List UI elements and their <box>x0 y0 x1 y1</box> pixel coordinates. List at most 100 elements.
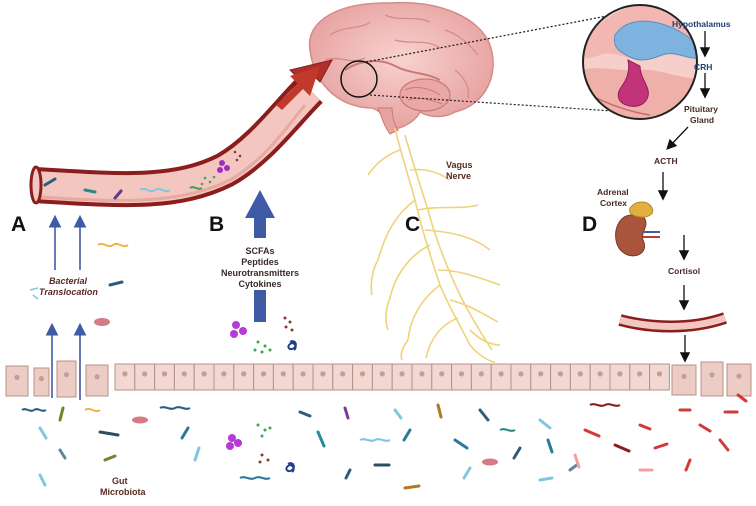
epithelial-cell <box>510 363 532 391</box>
cell-nucleus <box>597 371 603 377</box>
cell-nucleus <box>161 371 168 377</box>
cell-nucleus <box>221 371 227 377</box>
vagus-nerve-line1: Vagus <box>446 160 473 170</box>
panel-label-d: D <box>582 213 598 236</box>
adrenal-cortex-line2: Cortex <box>600 198 627 208</box>
cell-nucleus <box>656 371 663 377</box>
epithelial-cell <box>134 363 156 391</box>
kidney-with-adrenal <box>615 201 660 257</box>
cell-nucleus <box>399 371 405 377</box>
cell-nucleus <box>320 371 326 377</box>
cell-nucleus <box>709 372 715 378</box>
epithelial-cell <box>332 363 354 391</box>
panel-label-b: B <box>209 213 225 236</box>
hpa-cortisol: Cortisol <box>668 266 701 276</box>
epithelial-cell <box>671 364 697 396</box>
epithelial-cell <box>272 363 294 391</box>
cell-nucleus <box>38 376 45 382</box>
hpa-crh: CRH <box>694 62 713 72</box>
epithelial-cell <box>451 363 472 391</box>
epithelial-cell <box>726 363 752 397</box>
gut-microbiota-line1: Gut <box>112 476 128 486</box>
cell-nucleus <box>94 374 100 380</box>
gut-epithelium <box>5 360 752 398</box>
hpa-hypothalamus: Hypothalamus <box>672 19 731 29</box>
cell-nucleus <box>260 371 267 377</box>
cell-nucleus <box>498 371 504 377</box>
cell-nucleus <box>518 371 524 377</box>
cell-nucleus <box>300 371 306 377</box>
blood-vessel <box>29 59 333 208</box>
epithelial-cell <box>530 363 552 391</box>
cell-nucleus <box>439 371 445 377</box>
cell-nucleus <box>122 371 128 377</box>
hpa-pituitary-line1: Pituitary <box>684 104 719 114</box>
cell-nucleus <box>142 371 148 377</box>
cell-nucleus <box>241 371 247 377</box>
zoom-inset <box>582 4 698 120</box>
cell-nucleus <box>359 371 366 377</box>
epithelial-cell <box>649 363 670 391</box>
adrenal-cortex-line1: Adrenal <box>597 187 629 197</box>
cell-nucleus <box>14 374 20 380</box>
epithelial-cell <box>114 363 136 391</box>
epithelial-cell <box>233 363 255 391</box>
cell-nucleus <box>280 371 286 377</box>
cell-nucleus <box>637 371 643 377</box>
cell-nucleus <box>557 371 564 377</box>
epithelial-cell <box>550 363 571 391</box>
cell-nucleus <box>63 372 70 378</box>
gut-microbiota-line2: Microbiota <box>100 487 146 497</box>
cell-nucleus <box>681 373 687 379</box>
epithelial-cell <box>193 363 215 391</box>
epithelial-cell <box>352 363 373 391</box>
epithelial-cell <box>253 363 274 391</box>
epithelial-cell <box>85 364 109 397</box>
epithelial-cell <box>33 367 50 397</box>
cortisol-vessel <box>618 312 727 333</box>
epithelial-cell <box>213 363 235 391</box>
epithelial-cell <box>371 363 393 391</box>
epithelial-cell <box>391 363 413 391</box>
cell-nucleus <box>181 371 187 377</box>
hypothalamus-highlight-circle <box>340 60 378 98</box>
metabolite-particles <box>230 316 297 354</box>
epithelial-cell <box>292 363 314 391</box>
cell-nucleus <box>736 373 742 379</box>
epithelial-cell <box>700 361 724 397</box>
translocating-bacteria <box>29 242 129 326</box>
metabolite-peptides: Peptides <box>241 257 279 267</box>
metabolite-neurotransmitters: Neurotransmitters <box>220 268 300 278</box>
gut-lumen-bacteria <box>21 393 748 490</box>
vagus-nerve <box>367 127 501 363</box>
brain <box>308 1 494 135</box>
hpa-pituitary-line2: Gland <box>690 115 715 125</box>
cell-nucleus <box>458 371 465 377</box>
epithelial-cell <box>629 363 651 391</box>
epithelial-cell <box>569 363 591 391</box>
cell-nucleus <box>617 371 623 377</box>
cell-nucleus <box>577 371 583 377</box>
panel-label-a: A <box>11 213 27 236</box>
vessel-bacteria <box>43 150 242 200</box>
zoom-line-top <box>365 11 629 63</box>
epithelial-cell <box>589 363 611 391</box>
epithelial-cell <box>154 363 175 391</box>
translocation-arrows <box>45 214 87 400</box>
cell-nucleus <box>201 371 207 377</box>
cell-nucleus <box>419 371 425 377</box>
metabolite-arrow <box>245 190 275 322</box>
metabolite-cytokines: Cytokines <box>238 279 282 289</box>
cell-nucleus <box>538 371 544 377</box>
cell-nucleus <box>340 371 346 377</box>
zoom-line-bottom <box>369 94 629 113</box>
hpa-arrows <box>657 31 711 363</box>
cell-nucleus <box>478 371 484 377</box>
bacterial-translocation-line2: Translocation <box>39 287 98 297</box>
metabolite-scfas: SCFAs <box>245 246 275 256</box>
cell-nucleus <box>379 371 385 377</box>
epithelial-cell <box>5 365 29 397</box>
epithelial-cell <box>609 363 631 391</box>
